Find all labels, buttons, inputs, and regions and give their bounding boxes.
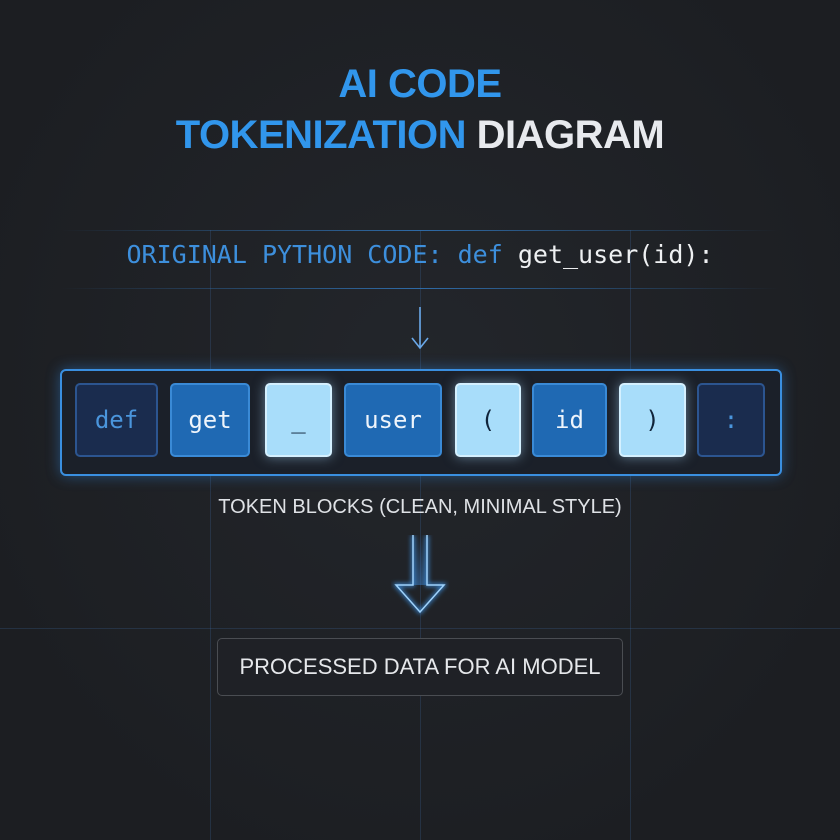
title-line-1: AI CODE — [338, 62, 502, 106]
title-rest: DIAGRAM — [476, 113, 665, 157]
output-box: PROCESSED DATA FOR AI MODEL — [217, 638, 623, 696]
grid-line — [210, 230, 211, 840]
code-keyword: def — [457, 240, 503, 269]
code-rest: get_user(id): — [517, 240, 714, 269]
token-block: user — [344, 383, 442, 457]
token-block: id — [532, 383, 607, 457]
token-block: def — [75, 383, 158, 457]
divider — [60, 288, 780, 289]
token-block: _ — [265, 383, 332, 457]
grid-line — [630, 230, 631, 840]
grid-line — [0, 628, 840, 629]
divider — [60, 230, 780, 231]
token-block: get — [170, 383, 250, 457]
hollow-arrow-down-icon — [392, 535, 448, 615]
title-line-2: TOKENIZATION DIAGRAM — [0, 113, 840, 158]
output-label: PROCESSED DATA FOR AI MODEL — [239, 654, 601, 679]
tokens-caption: TOKEN BLOCKS (CLEAN, MINIMAL STYLE) — [218, 496, 622, 518]
token-block: ) — [619, 383, 686, 457]
original-code: ORIGINAL PYTHON CODE: def get_user(id): — [0, 240, 840, 269]
code-label: ORIGINAL PYTHON CODE: — [126, 240, 443, 269]
arrow-down-icon — [411, 307, 429, 350]
token-block: : — [697, 383, 765, 457]
title-accent: TOKENIZATION — [175, 113, 467, 157]
token-block: ( — [455, 383, 521, 457]
